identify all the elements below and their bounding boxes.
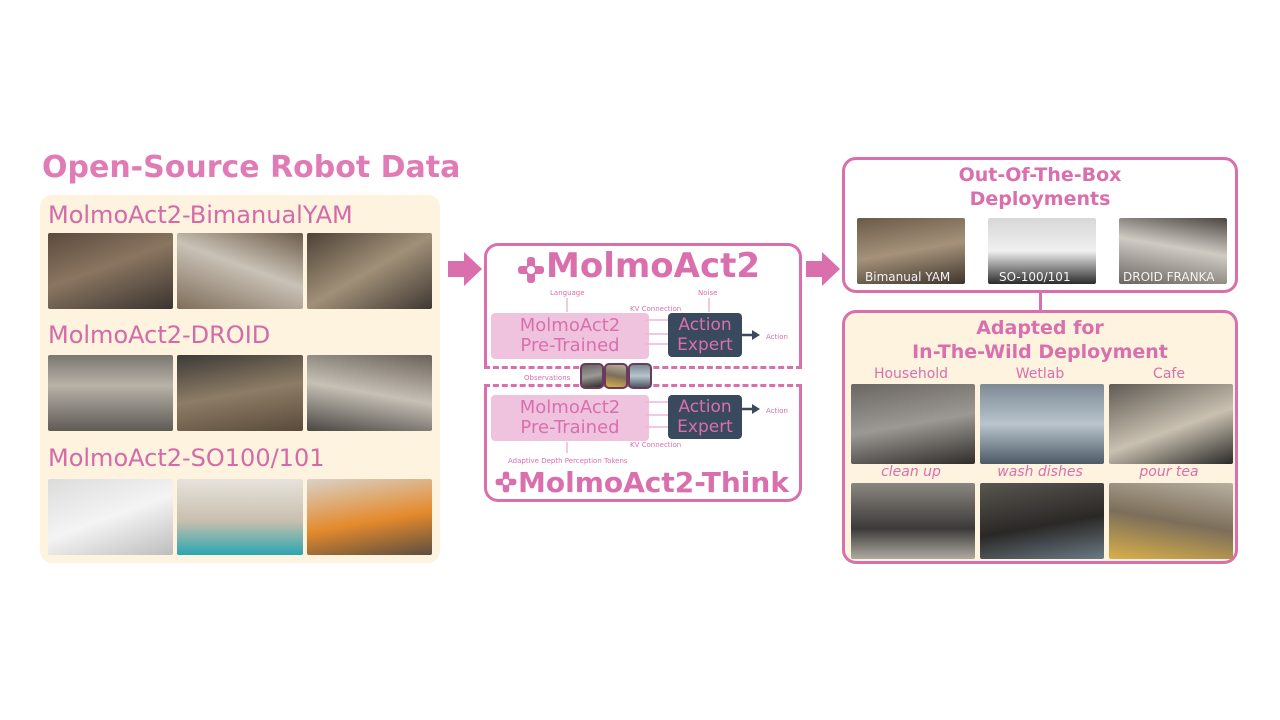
robot-photo — [306, 233, 432, 309]
task-label-clean-up: clean up — [881, 464, 941, 480]
language-input-label: Language — [550, 289, 585, 297]
task-photo — [980, 483, 1104, 559]
dataset-title-so100: MolmoAct2-SO100/101 — [48, 444, 325, 472]
deployment-photo-so100 — [988, 218, 1096, 284]
robot-photo — [48, 233, 174, 309]
dataset-title-bimanualyam: MolmoAct2-BimanualYAM — [48, 201, 353, 229]
pretrained-line2: Pre-Trained — [520, 417, 620, 438]
observations-label: Observations — [524, 374, 571, 382]
deployment-label: Bimanual YAM — [865, 270, 951, 284]
kv-connection-label: KV Connection — [630, 305, 682, 313]
depth-tokens-label: Adaptive Depth Perception Tokens — [508, 457, 628, 465]
pretrained-line1: MolmoAct2 — [519, 315, 621, 336]
dataset-images-droid — [48, 355, 432, 431]
robot-photo — [177, 479, 303, 555]
setting-photo — [851, 384, 975, 464]
action-output-label-think: Action — [766, 407, 788, 415]
deployment-label: DROID FRANKA — [1123, 270, 1215, 284]
task-label-wash-dishes: wash dishes — [997, 464, 1083, 480]
molmo-logo-icon — [495, 471, 517, 493]
deployment-photo-bimanual-yam — [857, 218, 965, 284]
pretrained-line2: Pre-Trained — [520, 335, 620, 356]
panel-connector — [1039, 293, 1042, 310]
deployments-title-line1: Out-Of-The-Box — [958, 164, 1122, 186]
robot-photo — [177, 355, 303, 431]
robot-photo — [48, 479, 174, 555]
observation-frame — [628, 363, 652, 389]
pretrained-block-think: MolmoAct2 Pre-Trained — [491, 395, 649, 441]
action-expert-block: Action Expert — [668, 313, 742, 357]
robot-data-panel: MolmoAct2-BimanualYAM MolmoAct2-DROID Mo… — [40, 195, 440, 563]
deployments-title-line2: Deployments — [969, 188, 1111, 210]
setting-label-wetlab: Wetlab — [1015, 366, 1065, 382]
in-the-wild-panel: Adapted for In-The-Wild Deployment House… — [842, 310, 1238, 564]
flow-arrow-right-icon — [806, 252, 840, 286]
model-name: MolmoAct2 — [546, 246, 761, 286]
flow-arrow-right-icon — [448, 252, 482, 286]
dataset-images-so100 — [48, 479, 432, 555]
pretrained-line1: MolmoAct2 — [519, 397, 621, 418]
observation-frame — [604, 363, 628, 389]
molmo-logo-icon — [518, 257, 544, 283]
deployment-photo-droid-franka — [1119, 218, 1227, 284]
expert-line2: Expert — [677, 335, 733, 355]
setting-label-cafe: Cafe — [1153, 366, 1185, 382]
task-photo — [1109, 483, 1233, 559]
dataset-title-droid: MolmoAct2-DROID — [48, 321, 271, 349]
task-photo — [851, 483, 975, 559]
robot-photo — [177, 233, 303, 309]
task-label-pour-tea: pour tea — [1139, 464, 1199, 480]
robot-photo — [306, 479, 432, 555]
in-the-wild-title-line2: In-The-Wild Deployment — [912, 341, 1168, 363]
think-model-name: MolmoAct2-Think — [518, 466, 789, 499]
robot-photo — [306, 355, 432, 431]
in-the-wild-title: Adapted for In-The-Wild Deployment — [845, 316, 1235, 364]
expert-line1: Action — [678, 397, 732, 417]
setting-photo — [980, 384, 1104, 464]
deployments-panel: Out-Of-The-Box Deployments Bimanual YAM … — [842, 157, 1238, 293]
setting-label-household: Household — [873, 366, 949, 382]
setting-photo — [1109, 384, 1233, 464]
in-the-wild-title-line1: Adapted for — [976, 317, 1104, 339]
robot-photo — [48, 355, 174, 431]
action-output-label: Action — [766, 333, 788, 341]
kv-connection-label-think: KV Connection — [630, 441, 682, 449]
deployment-label: SO-100/101 — [999, 270, 1071, 284]
action-expert-block-think: Action Expert — [668, 395, 742, 439]
deployments-title: Out-Of-The-Box Deployments — [845, 163, 1235, 211]
dataset-images-bimanualyam — [48, 233, 432, 309]
noise-input-label: Noise — [698, 289, 718, 297]
expert-line1: Action — [678, 315, 732, 335]
pretrained-block: MolmoAct2 Pre-Trained — [491, 313, 649, 359]
section-title-robot-data: Open-Source Robot Data — [42, 150, 461, 185]
observation-frame — [580, 363, 604, 389]
expert-line2: Expert — [677, 417, 733, 437]
